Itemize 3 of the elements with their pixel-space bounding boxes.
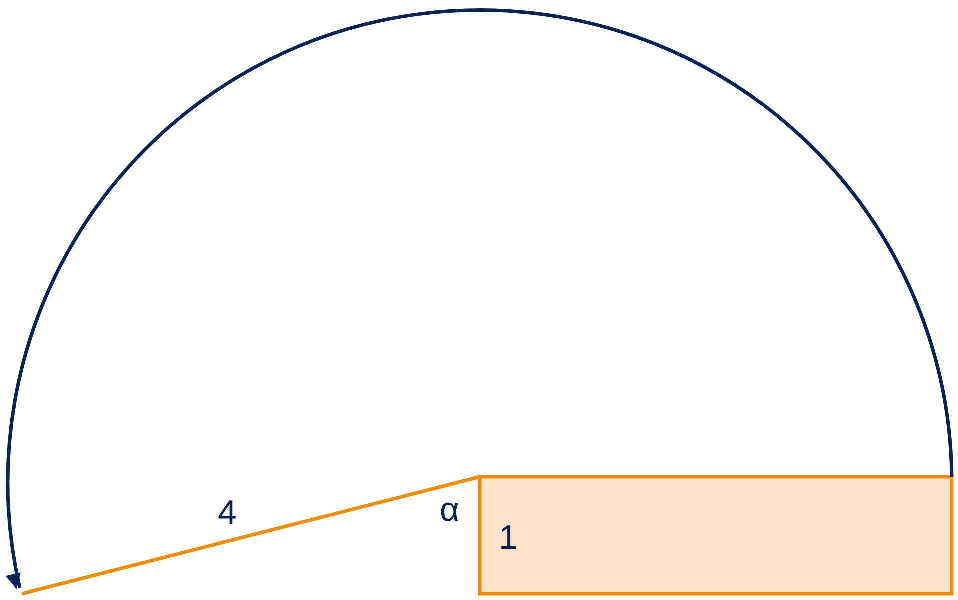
angle-label: α	[440, 493, 460, 527]
dimension-label: 4	[218, 496, 237, 530]
dimension-label: 1	[499, 521, 518, 555]
